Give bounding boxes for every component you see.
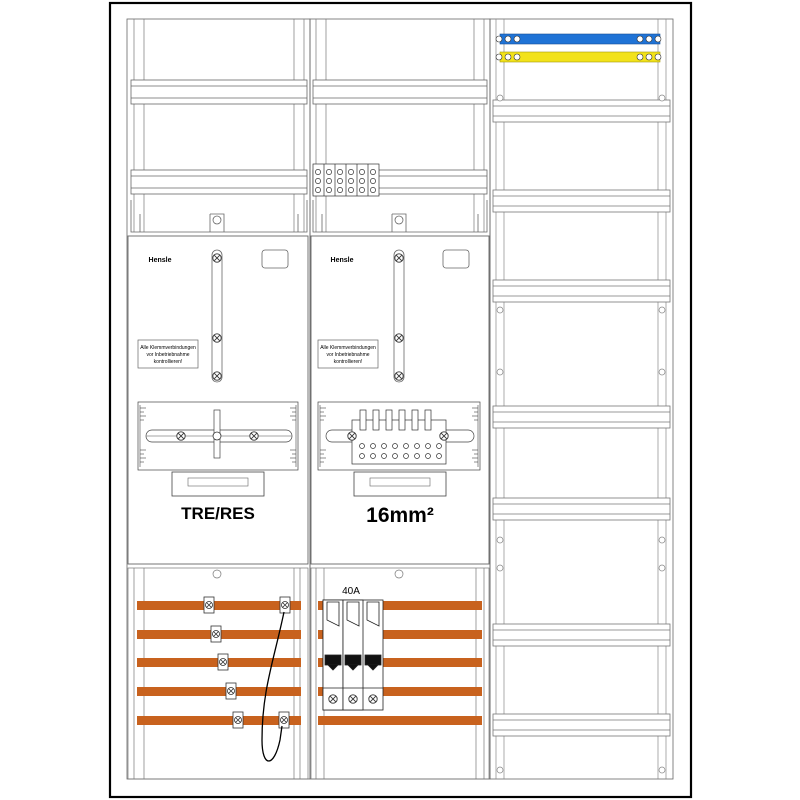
neutral-pe-terminal-bars (495, 33, 662, 63)
right-busbars (318, 601, 482, 725)
left-mounting-slot (211, 249, 223, 383)
middle-column: Hensle Alle Klemmverbindungen vor Inbetr… (310, 19, 490, 780)
main-breaker-3-pole (322, 599, 384, 711)
left-meter-window (261, 249, 289, 269)
left-brand-logo: Hensle (149, 257, 172, 264)
left-top-din-rail (130, 79, 308, 195)
left-notice-line-3: kontrollieren! (154, 359, 183, 365)
left-notice-box (137, 339, 199, 369)
left-notice-line-2: vor Inbetriebnahme (146, 352, 189, 358)
left-meter-caption: TRE/RES (181, 504, 255, 523)
right-din-rails (492, 99, 671, 737)
left-bridge-wire (261, 611, 285, 762)
right-mounting-slot (393, 249, 405, 383)
breaker-rating-label: 40A (342, 586, 360, 597)
right-meter-caption: 16mm² (366, 504, 434, 527)
right-notice-box (317, 339, 379, 369)
left-notice-line-1: Alle Klemmverbindungen (140, 345, 196, 351)
right-notice-line-2: vor Inbetriebnahme (326, 352, 369, 358)
right-brand-logo: Hensle (331, 257, 354, 264)
left-column: Hensle Alle Klemmverbindungen vor Inbetr… (127, 19, 309, 780)
right-notice-line-1: Alle Klemmverbindungen (320, 345, 376, 351)
right-notice-line-3: kontrollieren! (334, 359, 363, 365)
meter-connection-block (351, 409, 447, 465)
terminal-block (312, 163, 380, 197)
right-column (492, 19, 671, 779)
right-meter-window (442, 249, 470, 269)
